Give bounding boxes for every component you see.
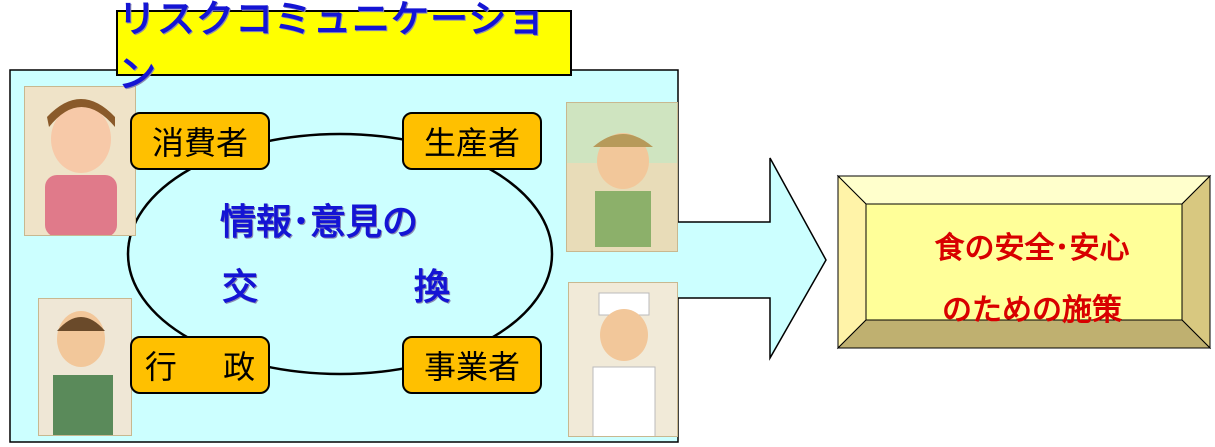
exchange-ellipse [126, 132, 554, 376]
administration-illustration [38, 298, 132, 436]
role-producer-label: 生産者 [423, 124, 520, 162]
role-producer: 生産者 [402, 112, 542, 170]
producer-illustration [566, 102, 678, 252]
role-business: 事業者 [402, 336, 542, 394]
role-business-label: 事業者 [423, 348, 520, 386]
role-consumer-label: 消費者 [151, 124, 248, 162]
role-administration: 行 政 [130, 336, 270, 394]
exchange-text-line1: 情報･意見の [220, 202, 419, 243]
policy-text-line1: 食の安全･安心 [934, 231, 1130, 266]
exchange-text-line2-right: 換 [414, 267, 451, 308]
policy-box [836, 174, 1212, 350]
consumer-illustration [24, 86, 136, 236]
business-illustration [568, 282, 678, 437]
role-administration-label: 行 政 [144, 348, 274, 386]
role-consumer: 消費者 [130, 112, 270, 170]
policy-text-line2: のための施策 [942, 293, 1122, 328]
title-banner: リスクコミュニケーション [116, 0, 572, 96]
exchange-text-line2-left: 交 [222, 267, 259, 308]
title-text: リスクコミュニケーション [118, 0, 547, 96]
